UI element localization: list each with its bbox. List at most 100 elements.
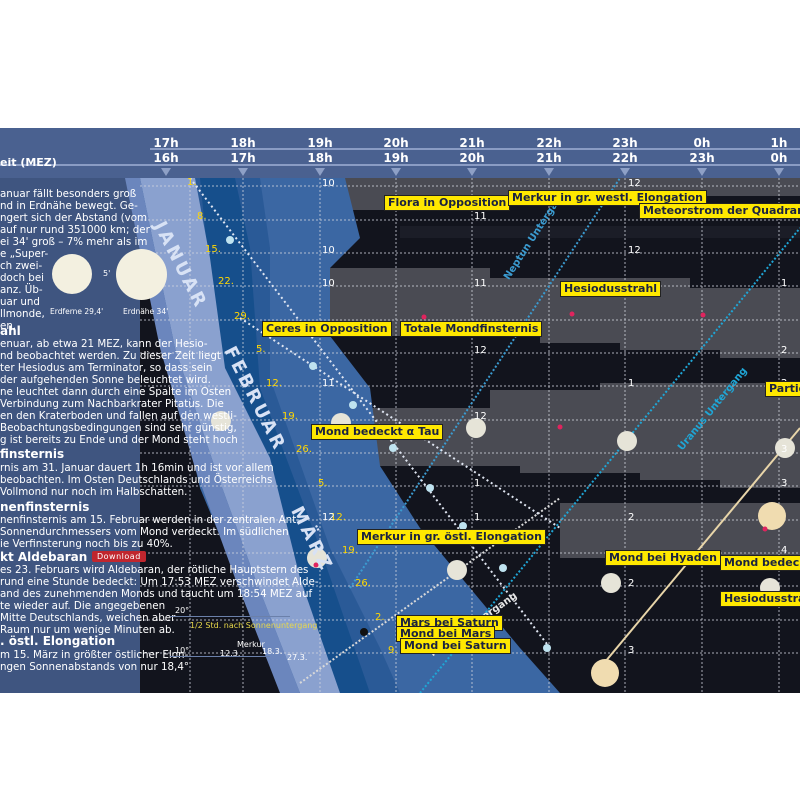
grid-number: 1 [781, 278, 788, 289]
time-bottom-7: 23h [689, 151, 715, 165]
aldebaran-line: Mitte Deutschlands, weichen aber [0, 612, 176, 624]
callout-mond-bedeckt-tau[interactable]: Mond bedeckt α Tau [311, 424, 444, 440]
mini-y-tick: 20° [175, 606, 190, 615]
time-marker-icon [315, 168, 325, 176]
time-marker-icon [161, 168, 171, 176]
mercury-line: ngen Sonnenabstands von nur 18,4° [0, 661, 190, 673]
time-top-1: 18h [230, 136, 256, 150]
date-label: 29. [234, 311, 250, 322]
grid-number: 3 [628, 645, 635, 656]
mini-gridline [170, 656, 270, 657]
grid-number: 4 [781, 545, 788, 556]
supermoon-line: en. [0, 320, 17, 332]
time-bottom-0: 16h [153, 151, 179, 165]
hesiodus-line: enuar, ab etwa 21 MEZ, kann der Hesio- [0, 338, 208, 350]
callout-merkur-oestl-elongation[interactable]: Merkur in gr. östl. Elongation [357, 529, 546, 545]
download-button[interactable]: Download [92, 551, 146, 562]
moon-far-label: Erdferne 29,4' [50, 307, 104, 316]
grid-number: 12 [628, 178, 641, 189]
grid-number: 10 [322, 245, 335, 256]
callout-hesiodusstrahl-2[interactable]: Hesiodusstrahl [720, 591, 800, 607]
date-label: 9. [388, 645, 398, 656]
aldebaran-line: te wieder auf. Die angegebenen [0, 600, 166, 612]
supermoon-line: anuar fällt besonders groß [0, 188, 137, 200]
time-top-7: 0h [693, 136, 711, 150]
mercury-title: . östl. Elongation [0, 634, 116, 648]
hesiodus-line: ter Hesiodus am Terminator, so dass sein [0, 362, 213, 374]
grid-number: 11 [474, 278, 487, 289]
mini-date: 12.3. [220, 649, 241, 658]
date-label: 15. [205, 244, 221, 255]
date-label: 2. [375, 612, 385, 623]
solar-eclipse-line: Sonnendurchmessers vom Mond verdeckt. Im… [0, 526, 289, 538]
date-label: 5. [256, 344, 266, 355]
moon-far-icon [52, 254, 92, 294]
hesiodus-line: en den Kraterboden und fallen auf den we… [0, 410, 237, 422]
callout-ceres-opposition[interactable]: Ceres in Opposition [262, 321, 392, 337]
supermoon-line: ngert sich der Abstand (vom [0, 212, 148, 224]
hesiodus-line: Beobachtungsbedingungen sind sehr günsti… [0, 422, 237, 434]
lunar-eclipse-line: rnis am 31. Januar dauert 1h 16min und i… [0, 462, 274, 474]
aldebaran-line: rund eine Stunde bedeckt: Um 17:53 MEZ v… [0, 576, 319, 588]
star-calendar-poster: eit (MEZ) 17h 18h 19h 20h 21h 22h 23h 0h… [0, 128, 800, 693]
hesiodus-line: g ist bereits zu Ende und der Mond steht… [0, 434, 238, 446]
callout-mond-bedeckt[interactable]: Mond bedeckt [720, 555, 800, 571]
supermoon-line: auf nur rund 351000 km; der [0, 224, 150, 236]
supermoon-line: anz. Üb- [0, 284, 43, 296]
hesiodus-title: ahl [0, 324, 21, 338]
solar-eclipse-line: ie Verfinsterung noch bis zu 40%. [0, 538, 173, 550]
callout-merkur-westl-elongation[interactable]: Merkur in gr. westl. Elongation [508, 190, 707, 206]
date-label: 19. [342, 545, 358, 556]
callout-totale-mondfinsternis[interactable]: Totale Mondfinsternis [400, 321, 543, 337]
callout-flora-opposition[interactable]: Flora in Opposition [384, 195, 511, 211]
grid-number: 1 [628, 378, 635, 389]
time-bottom-2: 18h [307, 151, 333, 165]
hesiodus-line: Verbindung zum Nachbarkrater Pitatus. Di… [0, 398, 224, 410]
axis-label: eit (MEZ) [0, 156, 57, 169]
date-label: 19. [282, 411, 298, 422]
time-top-4: 21h [459, 136, 485, 150]
grid-number: 2 [628, 578, 635, 589]
aldebaran-line: Raum nur um wenige Minuten ab. [0, 624, 175, 636]
callout-quadrantiden[interactable]: Meteorstrom der Quadrantide [639, 203, 800, 219]
lunar-eclipse-line: Vollmond nur noch im Halbschatten. [0, 486, 188, 498]
hesiodus-line: nd beobachtet werden. Zu dieser Zeit lie… [0, 350, 221, 362]
time-marker-icon [467, 168, 477, 176]
grid-number: 1 [474, 478, 481, 489]
callout-partielle-sonnenfinsternis[interactable]: Partiel [765, 381, 800, 397]
mini-y-tick: 10° [175, 646, 190, 655]
grid-number: 12 [474, 411, 487, 422]
time-marker-icon [544, 168, 554, 176]
supermoon-line: e „Super- [0, 248, 49, 260]
time-marker-icon [620, 168, 630, 176]
time-marker-icon [238, 168, 248, 176]
grid-number: 3 [781, 478, 788, 489]
callout-mond-bei-hyaden[interactable]: Mond bei Hyaden [605, 550, 721, 566]
lunar-eclipse-line: beobachten. Im Osten Deutschlands und Ös… [0, 474, 273, 486]
time-top-5: 22h [536, 136, 562, 150]
hesiodus-line: ne leuchtet dann durch eine Spalte im Os… [0, 386, 232, 398]
time-top-8: 1h [770, 136, 788, 150]
supermoon-line: uar und [0, 296, 40, 308]
solar-eclipse-line: nenfinsternis am 15. Februar werden in d… [0, 514, 300, 526]
date-label: 12. [266, 378, 282, 389]
grid-number: 1 [474, 512, 481, 523]
time-bottom-3: 19h [383, 151, 409, 165]
supermoon-line: ch zwei- [0, 260, 43, 272]
mini-gridline [170, 616, 290, 617]
moon-near-label: Erdnähe 34' [123, 307, 169, 316]
time-top-6: 23h [612, 136, 638, 150]
time-bottom-4: 20h [459, 151, 485, 165]
mini-caption: 1/2 Std. nach Sonnenuntergang [190, 621, 318, 630]
supermoon-line: nd in Erdnähe bewegt. Ge- [0, 200, 138, 212]
supermoon-line: doch bei [0, 272, 45, 284]
time-bottom-5: 21h [536, 151, 562, 165]
date-label: 8. [197, 211, 207, 222]
grid-number: 2 [628, 512, 635, 523]
header-underline [0, 164, 800, 166]
callout-mond-bei-saturn[interactable]: Mond bei Saturn [400, 638, 511, 654]
time-marker-icon [391, 168, 401, 176]
solar-eclipse-title: nenfinsternis [0, 500, 90, 514]
callout-hesiodusstrahl[interactable]: Hesiodusstrahl [560, 281, 662, 297]
time-top-0: 17h [153, 136, 179, 150]
